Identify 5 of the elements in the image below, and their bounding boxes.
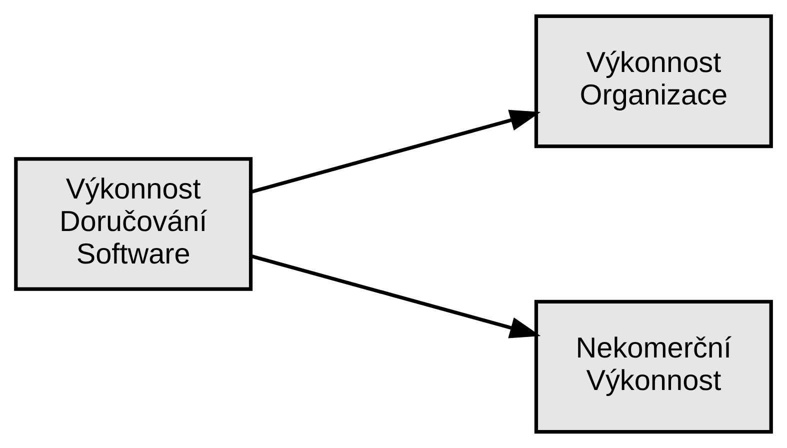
node-box: Výkonnost Organizace (534, 14, 773, 148)
node-box: Výkonnost Doručování Software (14, 157, 253, 291)
node-box: Nekomerční Výkonnost (534, 300, 773, 434)
arrow (250, 110, 541, 194)
arrow (250, 254, 541, 338)
